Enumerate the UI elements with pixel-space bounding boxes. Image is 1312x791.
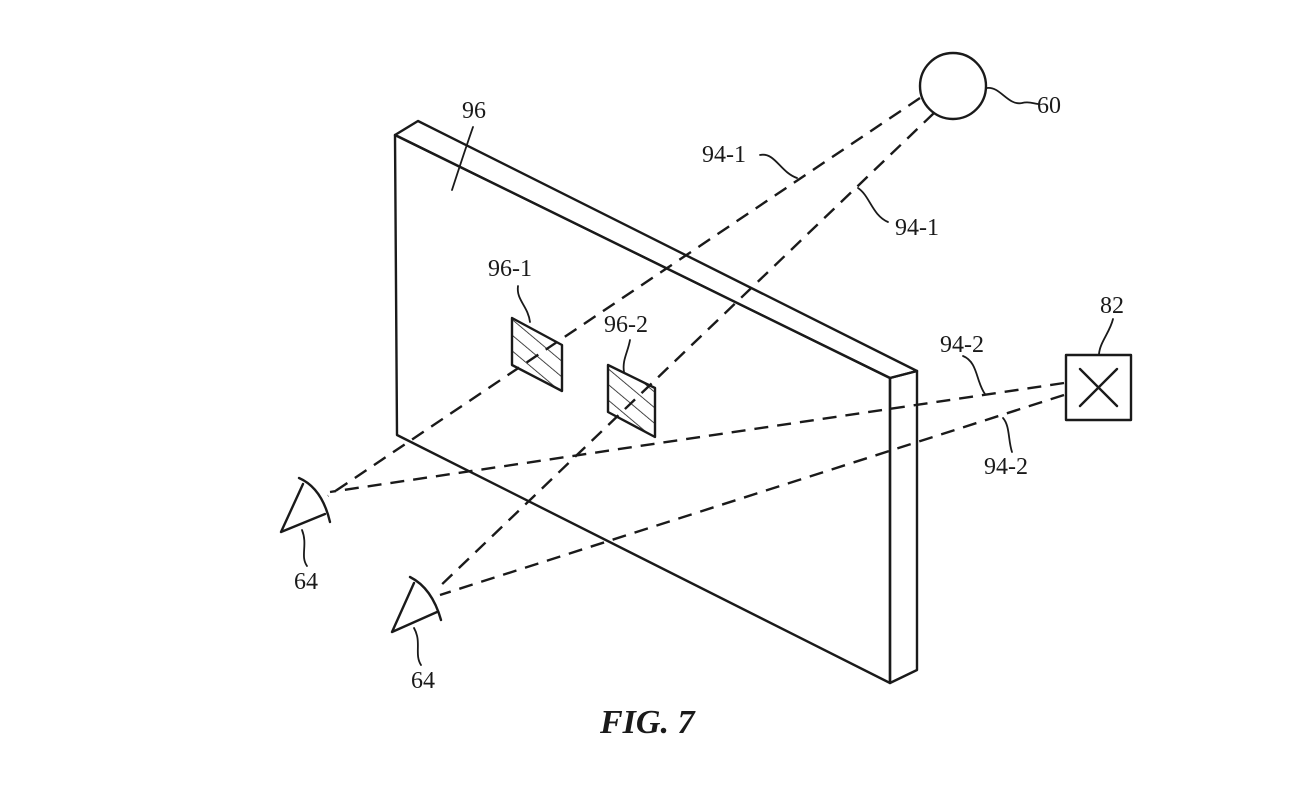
label-94-2b: 94-2	[984, 454, 1028, 480]
label-96-1: 96-1	[488, 256, 532, 282]
object-82	[1064, 353, 1133, 422]
ray-94-1-to-eye-2	[435, 112, 935, 591]
label-94-1a: 94-1	[702, 142, 746, 168]
region-96-2	[606, 363, 657, 439]
leader-94-2a	[962, 355, 986, 395]
panel-top-edge	[393, 119, 919, 380]
leader-94-1a	[759, 153, 798, 179]
leader-96-1	[516, 285, 531, 323]
label-94-2a: 94-2	[940, 332, 984, 358]
leader-94-1b	[857, 187, 889, 223]
eye-2	[390, 575, 443, 634]
leader-82	[1098, 318, 1114, 355]
ray-94-2-to-eye-1	[329, 381, 1065, 494]
leader-64-eye-2	[413, 627, 422, 666]
figure-caption: FIG. 7	[599, 704, 696, 741]
panel-side-edge	[888, 369, 919, 685]
label-82: 82	[1100, 293, 1124, 319]
label-96: 96	[462, 98, 486, 124]
leader-60	[986, 87, 1039, 105]
light-source-circle	[918, 51, 988, 121]
ray-94-2-to-eye-2	[439, 393, 1065, 597]
leader-94-2b	[1002, 417, 1013, 453]
leader-96-2	[622, 339, 631, 373]
display-panel	[393, 119, 919, 685]
ray-94-1-to-eye-1	[327, 97, 921, 497]
label-64-eye-2: 64	[411, 668, 435, 694]
label-60: 60	[1037, 93, 1061, 119]
leader-96	[451, 126, 474, 191]
label-64-eye-1: 64	[294, 569, 318, 595]
eye-1	[279, 476, 332, 534]
label-94-1b: 94-1	[895, 215, 939, 241]
label-96-2: 96-2	[604, 312, 648, 338]
leader-64-eye-1	[301, 529, 308, 567]
